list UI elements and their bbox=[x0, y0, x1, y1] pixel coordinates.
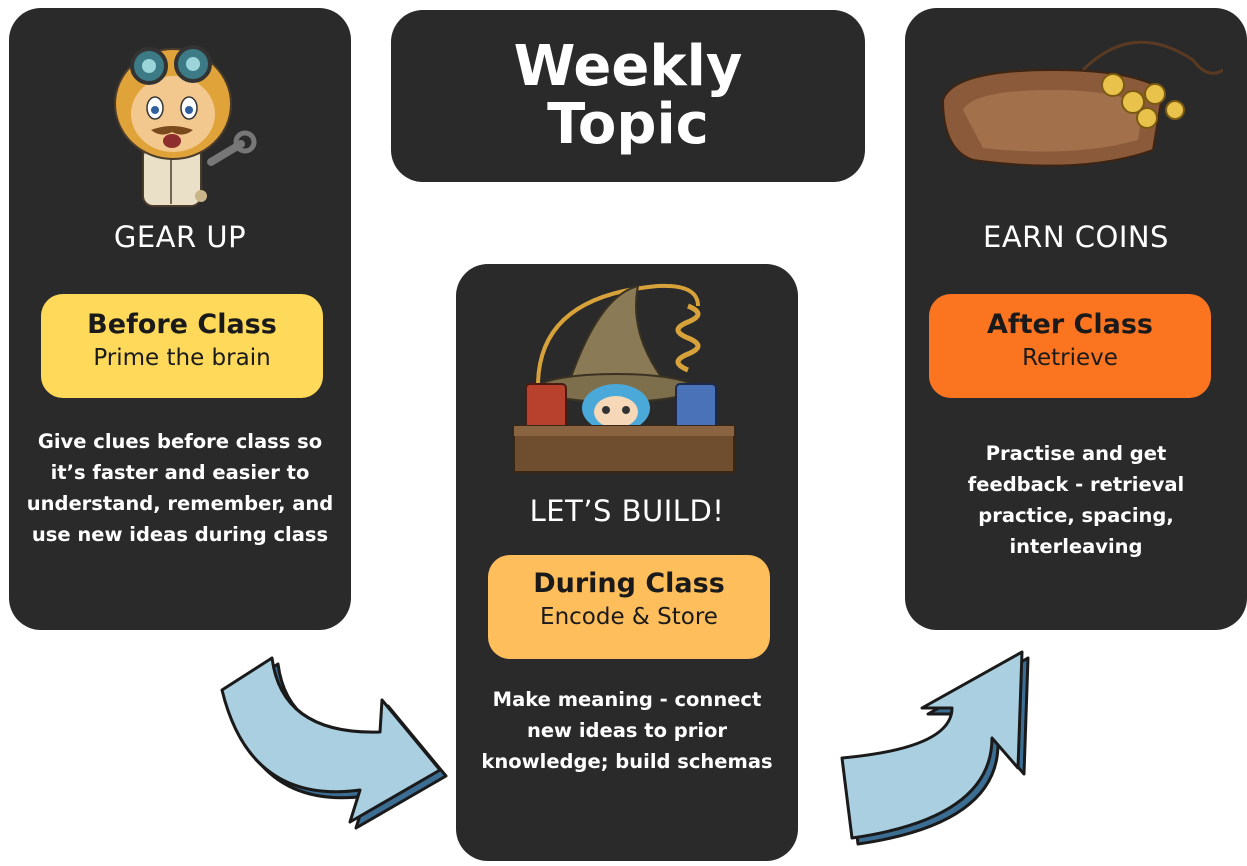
after-class-pill: After Class Retrieve bbox=[929, 294, 1211, 398]
stage-description: Give clues before class so it’s faster a… bbox=[26, 430, 334, 546]
pill-subtitle: Retrieve bbox=[1022, 345, 1118, 371]
flow-arrow-right-down-icon bbox=[220, 656, 448, 830]
during-class-pill: During Class Encode & Store bbox=[488, 555, 770, 659]
pill-title: Before Class bbox=[87, 309, 277, 340]
pill-title: During Class bbox=[533, 568, 725, 599]
stage-heading: EARN COINS bbox=[983, 220, 1169, 254]
pill-subtitle: Prime the brain bbox=[93, 345, 271, 371]
stage-description: Practise and get feedback - retrieval pr… bbox=[967, 442, 1185, 558]
before-class-card: GEAR UP Before Class Prime the brain Giv… bbox=[9, 8, 351, 630]
page-title: Weekly Topic bbox=[513, 34, 743, 157]
stage-description: Make meaning - connect new ideas to prio… bbox=[481, 688, 773, 773]
before-class-pill: Before Class Prime the brain bbox=[41, 294, 323, 398]
coin-purse-icon bbox=[941, 40, 1223, 167]
stage-heading: GEAR UP bbox=[113, 220, 247, 254]
during-class-card: LET’S BUILD! During Class Encode & Store… bbox=[456, 264, 798, 861]
stage-heading: LET’S BUILD! bbox=[529, 494, 725, 528]
pill-subtitle: Encode & Store bbox=[540, 604, 718, 630]
gear-up-character-icon bbox=[114, 45, 257, 207]
after-class-card: EARN COINS After Class Retrieve Practise… bbox=[905, 8, 1247, 630]
lets-build-wizard-icon bbox=[513, 283, 735, 473]
title-card: Weekly Topic bbox=[391, 10, 865, 182]
flow-arrow-right-up-icon bbox=[840, 650, 1030, 846]
pill-title: After Class bbox=[986, 309, 1153, 340]
